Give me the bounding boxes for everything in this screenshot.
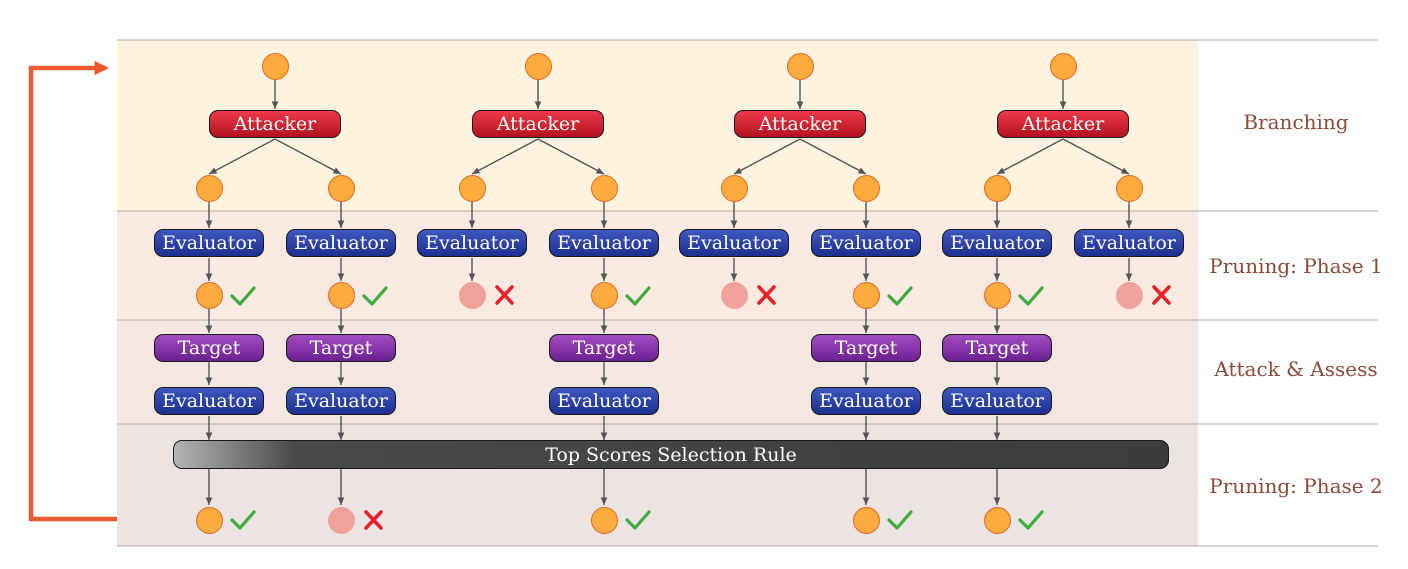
evaluator-box: Evaluator xyxy=(417,229,527,257)
evaluator-box: Evaluator xyxy=(942,229,1052,257)
evaluator-box: Evaluator xyxy=(154,229,264,257)
root-node xyxy=(786,52,814,80)
root-node xyxy=(1049,52,1077,80)
branch-node xyxy=(590,174,618,202)
band-label-pruning-phase-1: Pruning: Phase 1 xyxy=(1209,254,1383,278)
check-icon xyxy=(362,286,388,306)
kept-node xyxy=(852,281,880,309)
root-node xyxy=(261,52,289,80)
check-icon xyxy=(625,286,651,306)
attacker-box: Attacker xyxy=(997,110,1129,138)
attacker-box: Attacker xyxy=(472,110,604,138)
band-label-branching: Branching xyxy=(1243,110,1349,134)
branch-node xyxy=(327,174,355,202)
check-icon xyxy=(887,286,913,306)
target-box: Target xyxy=(811,334,921,362)
selected-node xyxy=(590,506,618,534)
branch-node xyxy=(458,174,486,202)
flow-arrow xyxy=(733,138,801,175)
attacker-box: Attacker xyxy=(209,110,341,138)
cross-icon xyxy=(495,285,514,305)
evaluator-box: Evaluator xyxy=(811,229,921,257)
kept-node xyxy=(590,281,618,309)
check-icon xyxy=(230,510,256,530)
selected-node xyxy=(852,506,880,534)
pruned-node xyxy=(458,281,486,309)
branch-node xyxy=(852,174,880,202)
dropped-node xyxy=(327,506,355,534)
flow-arrow xyxy=(996,138,1064,175)
flow-arrow xyxy=(471,138,539,175)
pruned-node xyxy=(720,281,748,309)
kept-node xyxy=(983,281,1011,309)
check-icon xyxy=(1018,286,1044,306)
evaluator-box: Evaluator xyxy=(154,387,264,415)
band-pruning1 xyxy=(117,211,1198,320)
kept-node xyxy=(327,281,355,309)
top-scores-selection-rule: Top Scores Selection Rule xyxy=(173,440,1169,469)
band-label-attack-assess: Attack & Assess xyxy=(1214,357,1378,381)
branch-node xyxy=(195,174,223,202)
target-box: Target xyxy=(286,334,396,362)
kept-node xyxy=(195,281,223,309)
evaluator-box: Evaluator xyxy=(286,387,396,415)
cross-icon xyxy=(757,285,776,305)
check-icon xyxy=(230,286,256,306)
loop-arrow xyxy=(28,60,117,522)
evaluator-box: Evaluator xyxy=(549,229,659,257)
pruned-node xyxy=(1115,281,1143,309)
flow-arrow xyxy=(274,138,342,175)
flow-arrow xyxy=(1062,138,1130,175)
branch-node xyxy=(983,174,1011,202)
band-label-pruning-phase-2: Pruning: Phase 2 xyxy=(1209,474,1383,498)
flow-arrow xyxy=(799,138,867,175)
cross-icon xyxy=(364,510,383,530)
evaluator-box: Evaluator xyxy=(286,229,396,257)
branch-node xyxy=(1115,174,1143,202)
target-box: Target xyxy=(942,334,1052,362)
flow-arrow xyxy=(208,138,276,175)
flow-arrow xyxy=(537,138,605,175)
target-box: Target xyxy=(549,334,659,362)
evaluator-box: Evaluator xyxy=(1074,229,1184,257)
selected-node xyxy=(983,506,1011,534)
evaluator-box: Evaluator xyxy=(942,387,1052,415)
check-icon xyxy=(887,510,913,530)
root-node xyxy=(524,52,552,80)
target-box: Target xyxy=(154,334,264,362)
attacker-box: Attacker xyxy=(734,110,866,138)
cross-icon xyxy=(1152,285,1171,305)
check-icon xyxy=(1018,510,1044,530)
evaluator-box: Evaluator xyxy=(549,387,659,415)
evaluator-box: Evaluator xyxy=(679,229,789,257)
selected-node xyxy=(195,506,223,534)
branch-node xyxy=(720,174,748,202)
evaluator-box: Evaluator xyxy=(811,387,921,415)
check-icon xyxy=(625,510,651,530)
